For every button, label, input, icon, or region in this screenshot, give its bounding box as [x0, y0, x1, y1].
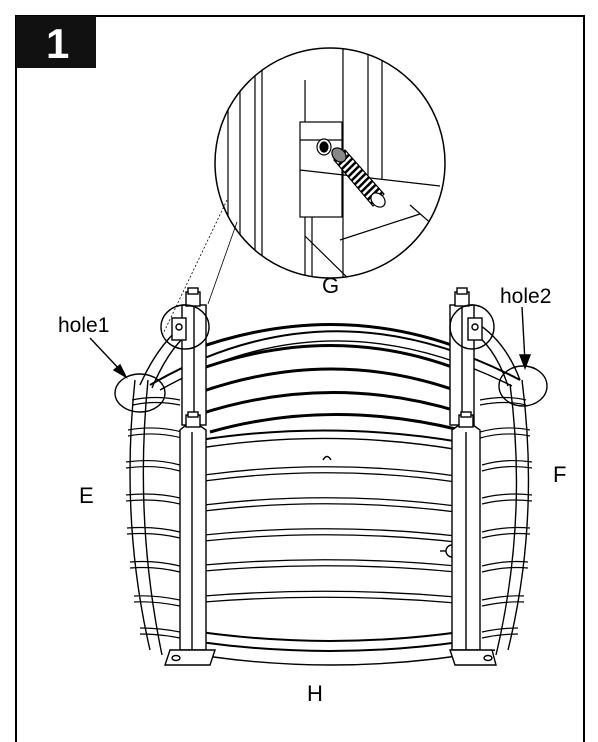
label-e: E	[79, 483, 94, 508]
label-h: H	[307, 681, 323, 706]
hole1-callout-circle	[160, 304, 210, 350]
zoom-leader-right	[162, 199, 228, 335]
label-g: G	[322, 273, 339, 298]
hole2-ring-callout	[498, 365, 548, 407]
callouts	[89, 304, 548, 413]
zoom-leader-left	[207, 221, 238, 305]
enclosure	[125, 319, 533, 666]
label-hole1: hole1	[58, 314, 109, 337]
hole2-top-callout	[449, 304, 495, 350]
bolt-icon	[331, 147, 386, 208]
label-f: F	[553, 462, 566, 487]
label-hole2: hole2	[500, 285, 551, 308]
posts	[164, 287, 497, 666]
hole1-ring-callout	[114, 373, 166, 413]
step-badge: 1	[16, 16, 96, 68]
step-number: 1	[46, 20, 69, 67]
